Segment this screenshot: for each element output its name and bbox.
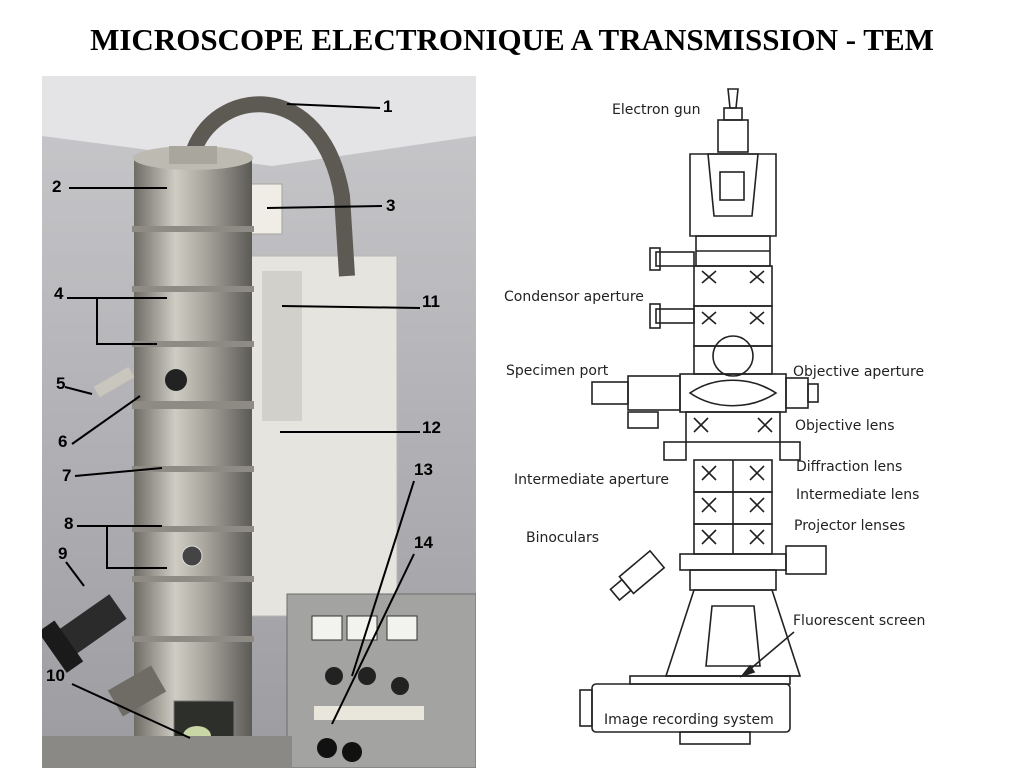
callout-12: 12 — [422, 418, 441, 437]
label-electron-gun: Electron gun — [612, 102, 701, 118]
page-title: MICROSCOPE ELECTRONIQUE A TRANSMISSION -… — [90, 22, 934, 57]
label-objective-aperture: Objective aperture — [793, 364, 925, 380]
label-intermediate-lens: Intermediate lens — [796, 487, 920, 503]
callout-14: 14 — [414, 533, 433, 552]
callout-13: 13 — [414, 460, 433, 479]
label-binoculars: Binoculars — [526, 530, 600, 546]
callout-6: 6 — [58, 432, 68, 451]
label-objective-lens: Objective lens — [795, 418, 895, 434]
label-fluorescent-screen: Fluorescent screen — [793, 613, 926, 629]
callout-11: 11 — [422, 292, 440, 311]
label-intermediate-aperture: Intermediate aperture — [514, 472, 670, 488]
callout-10: 10 — [46, 666, 65, 685]
callout-1: 1 — [383, 97, 393, 116]
label-diffraction-lens: Diffraction lens — [796, 459, 903, 475]
label-image-recording-system: Image recording system — [604, 712, 774, 728]
callout-9: 9 — [58, 544, 68, 563]
tem-photograph: 1 2 3 4 5 6 7 8 9 10 11 12 13 14 — [42, 76, 476, 768]
callout-7: 7 — [62, 466, 72, 485]
callout-4: 4 — [54, 284, 64, 303]
label-condensor-aperture: Condensor aperture — [504, 289, 644, 305]
callout-2: 2 — [52, 177, 62, 196]
callout-3: 3 — [386, 196, 396, 215]
tem-schematic: Electron gun Condensor aperture Specimen… — [480, 76, 1024, 768]
label-projector-lenses: Projector lenses — [794, 518, 906, 534]
callout-5: 5 — [56, 374, 66, 393]
callout-8: 8 — [64, 514, 74, 533]
label-specimen-port: Specimen port — [506, 363, 609, 379]
